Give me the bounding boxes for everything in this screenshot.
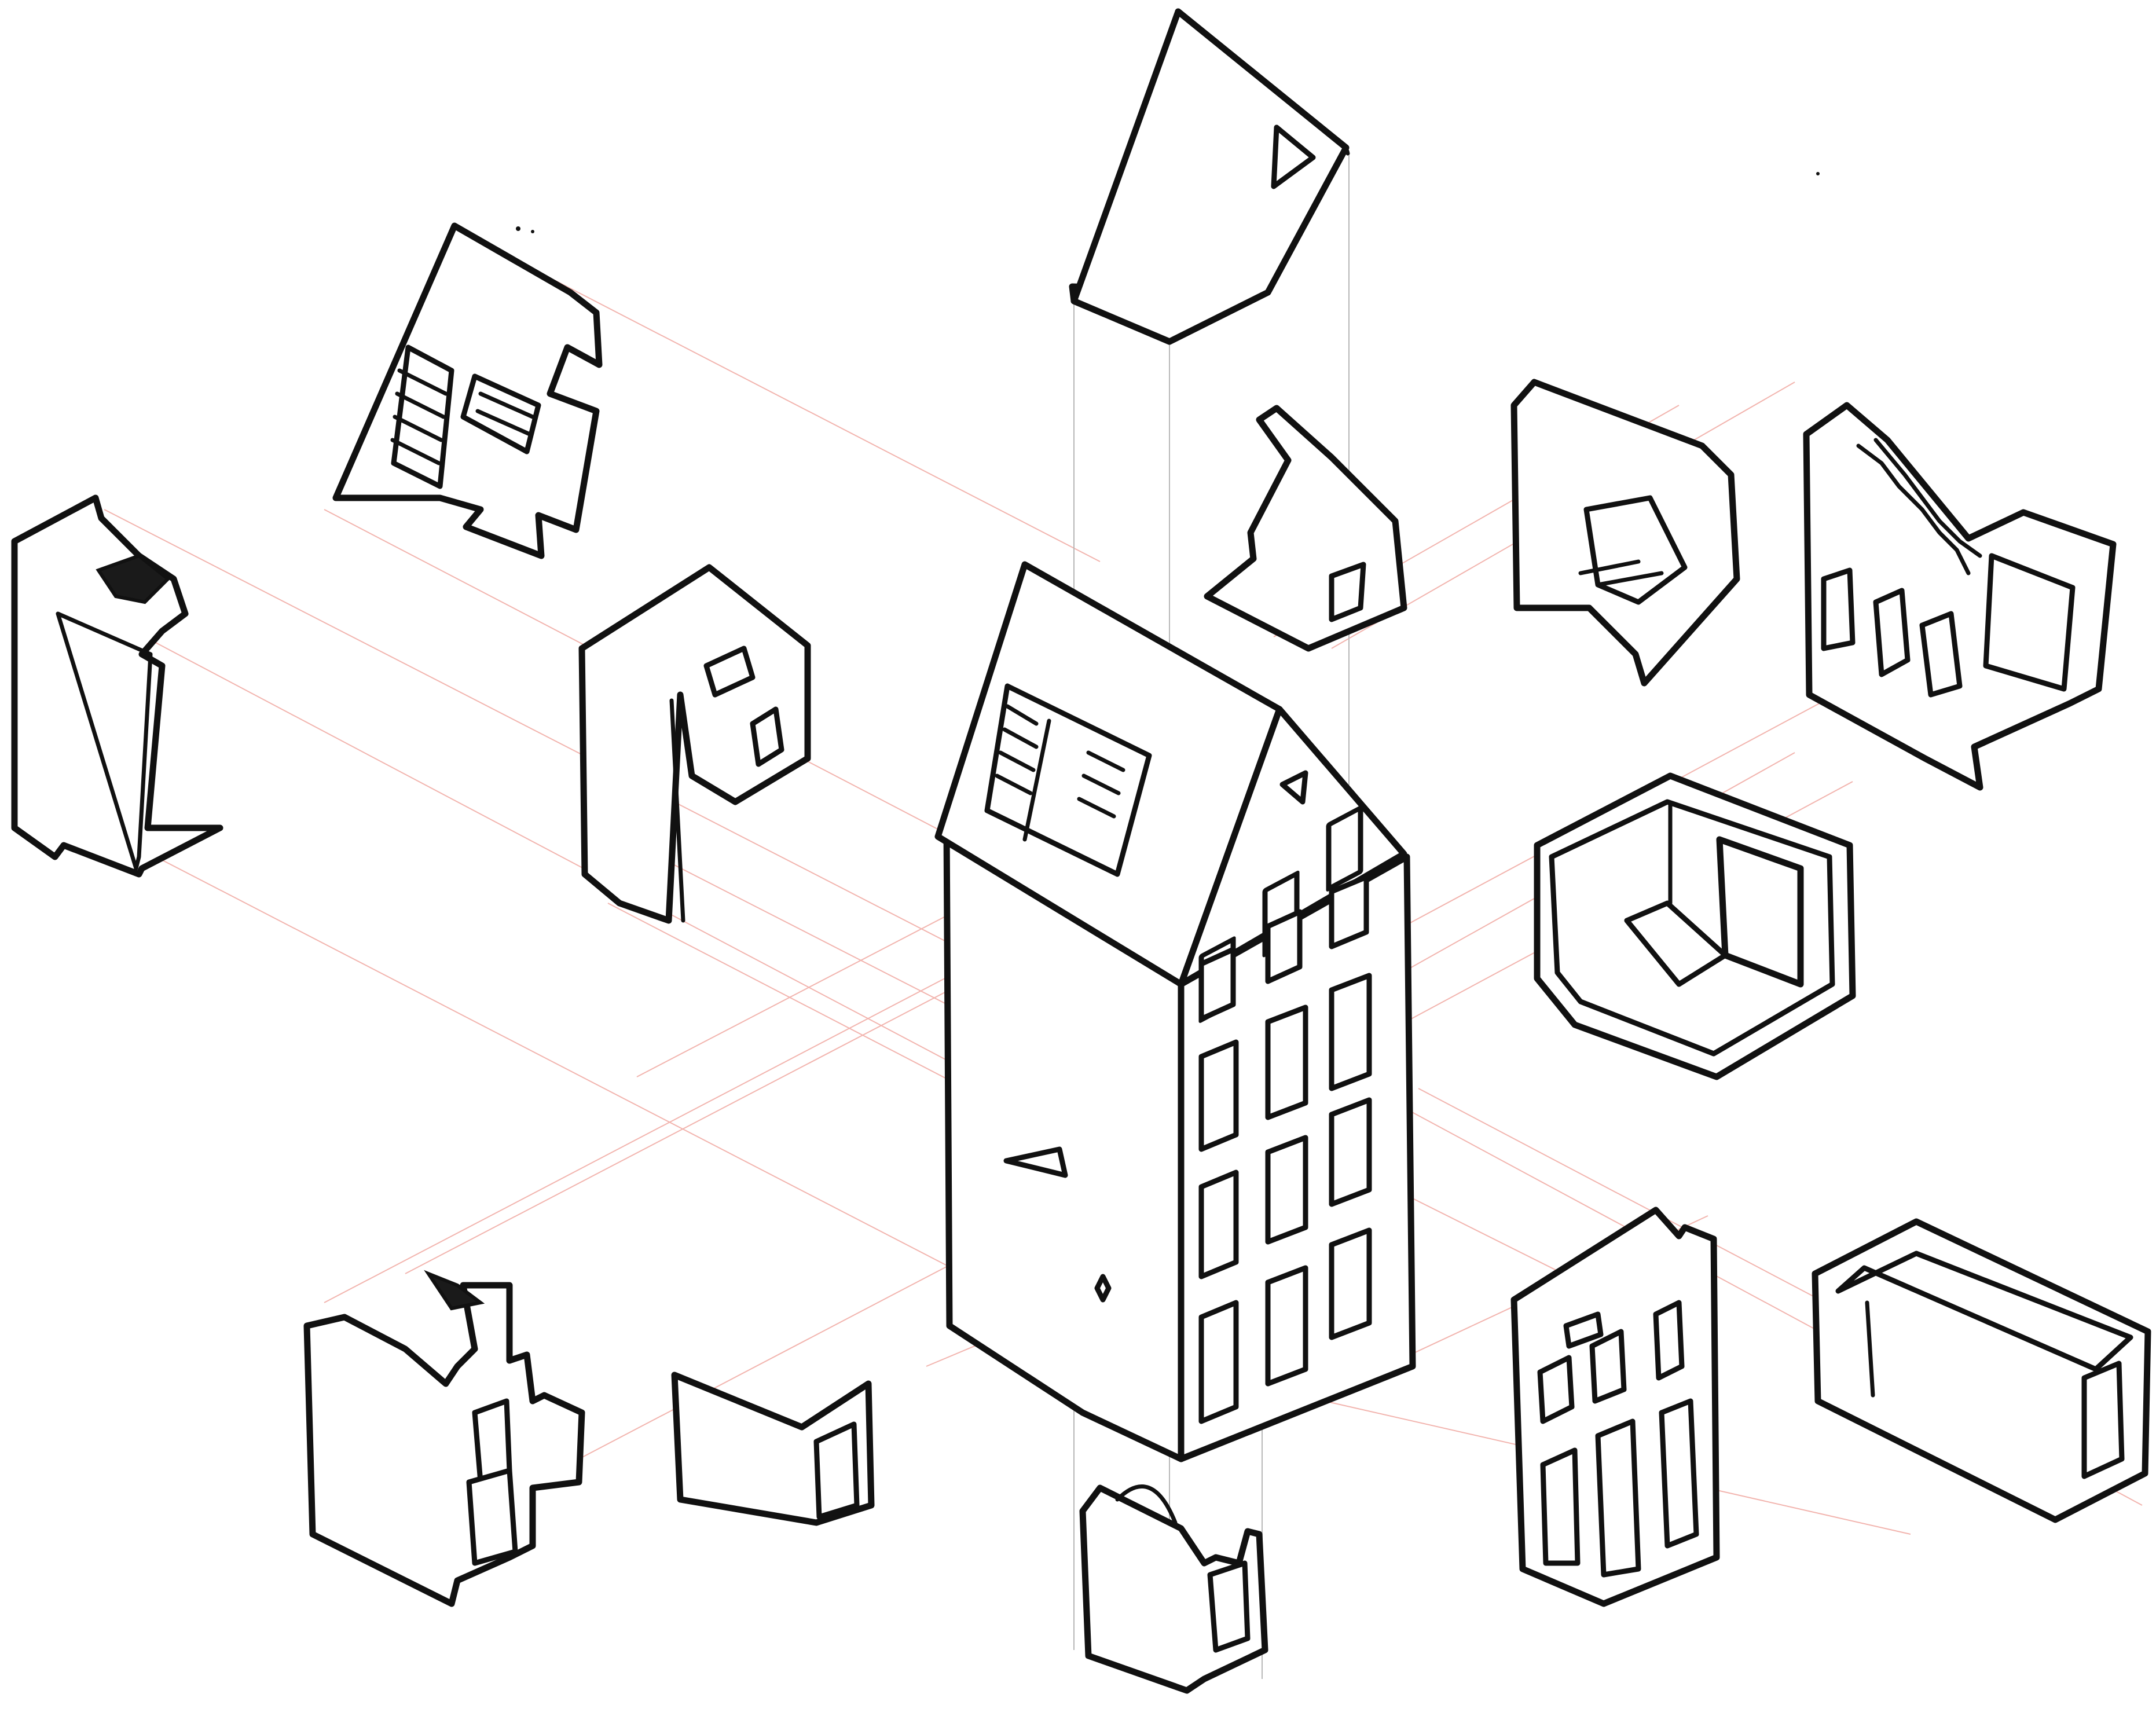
bottom-far-right-box-module: [1812, 1218, 2151, 1523]
gable-triangle-window: [1279, 770, 1308, 805]
bottom-left-window-module: [303, 1270, 585, 1607]
side-triangle-marking: [1003, 1146, 1068, 1178]
upper-left-stair-module: [332, 222, 603, 559]
roof-window-stair-hatching: [995, 704, 1125, 842]
left-center-room-module: [578, 564, 811, 924]
right-roof-shell-module: [1510, 379, 1740, 687]
door-knob: [1094, 1274, 1112, 1303]
right-cube-room-module: [1534, 772, 1856, 1080]
far-left-wall-module: [11, 494, 223, 878]
small-gable-module: [1204, 405, 1407, 652]
bottom-u-module: [1079, 1484, 1268, 1694]
central-house: [934, 561, 1416, 1462]
far-right-stair-module: [1803, 402, 2117, 791]
bottom-corner-box-module: [671, 1372, 875, 1526]
bottom-right-tower-module: [1510, 1207, 1720, 1607]
roof-gable-piece: [1069, 8, 1350, 345]
